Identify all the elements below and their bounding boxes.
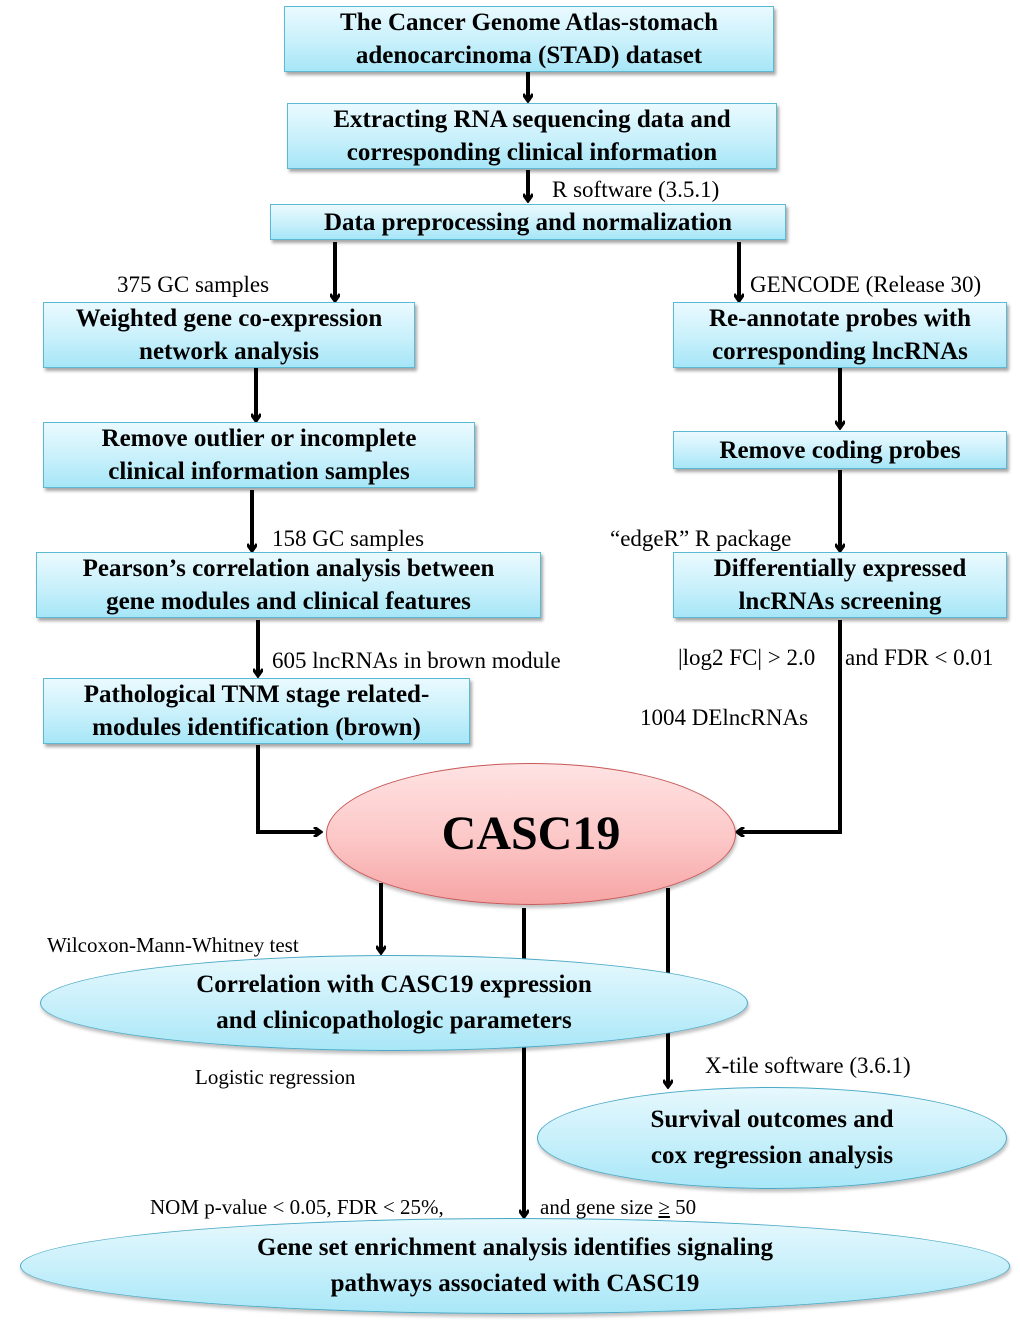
label-gene-size: and gene size ≥ 50 <box>540 1195 697 1219</box>
label-r-software: R software (3.5.1) <box>552 177 720 202</box>
arrow-pathological-to-casc19 <box>256 745 320 832</box>
node-remove-coding: Remove coding probes <box>673 431 1007 469</box>
label-605-lncrnas: 605 lncRNAs in brown module <box>272 648 561 673</box>
node-gsea: Gene set enrichment analysis identifies … <box>20 1218 1010 1314</box>
arrow-de-to-casc19 <box>738 620 842 832</box>
label-xtile: X-tile software (3.6.1) <box>705 1053 911 1078</box>
label-375-gc: 375 GC samples <box>117 272 270 297</box>
label-1004-delncrnas: 1004 DElncRNAs <box>640 705 809 730</box>
label-fdr: and FDR < 0.01 <box>845 645 994 670</box>
label-log2fc: |log2 FC| > 2.0 <box>678 645 816 670</box>
node-pathological-tnm: Pathological TNM stage related-modules i… <box>43 678 470 744</box>
label-edger: “edgeR” R package <box>610 526 792 551</box>
node-preprocessing: Data preprocessing and normalization <box>270 204 786 240</box>
node-casc19: CASC19 <box>326 763 736 905</box>
label-nom-pvalue: NOM p-value < 0.05, FDR < 25%, <box>150 1195 444 1219</box>
label-gencode: GENCODE (Release 30) <box>750 272 982 297</box>
label-158-gc: 158 GC samples <box>272 526 425 551</box>
label-logistic: Logistic regression <box>195 1065 356 1089</box>
label-wilcoxon: Wilcoxon-Mann-Whitney test <box>47 933 299 957</box>
ge-symbol: ≥ <box>658 1195 670 1219</box>
